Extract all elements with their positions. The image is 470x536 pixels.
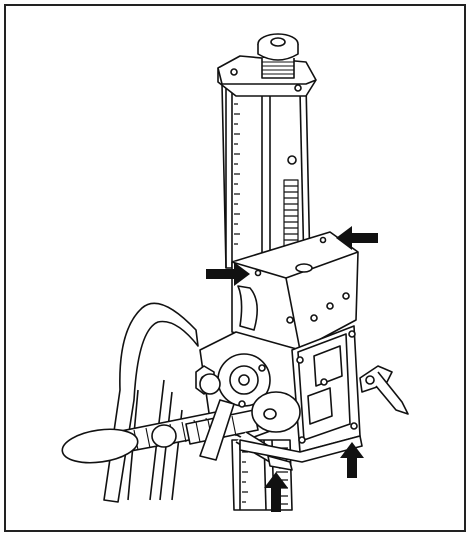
arrow-hole-right-top (336, 226, 378, 250)
arrow-hole-left (206, 262, 250, 286)
handle-frame (103, 302, 199, 503)
top-screw (257, 33, 299, 79)
clamp-lever (359, 365, 409, 415)
carriage-housing (231, 231, 359, 351)
carriage-foot (239, 435, 363, 471)
column-bolt (287, 155, 297, 165)
arrow-foot-left (264, 472, 288, 512)
figure-frame (4, 4, 466, 532)
motor-plate (291, 325, 361, 453)
arrow-foot-right (340, 442, 364, 478)
